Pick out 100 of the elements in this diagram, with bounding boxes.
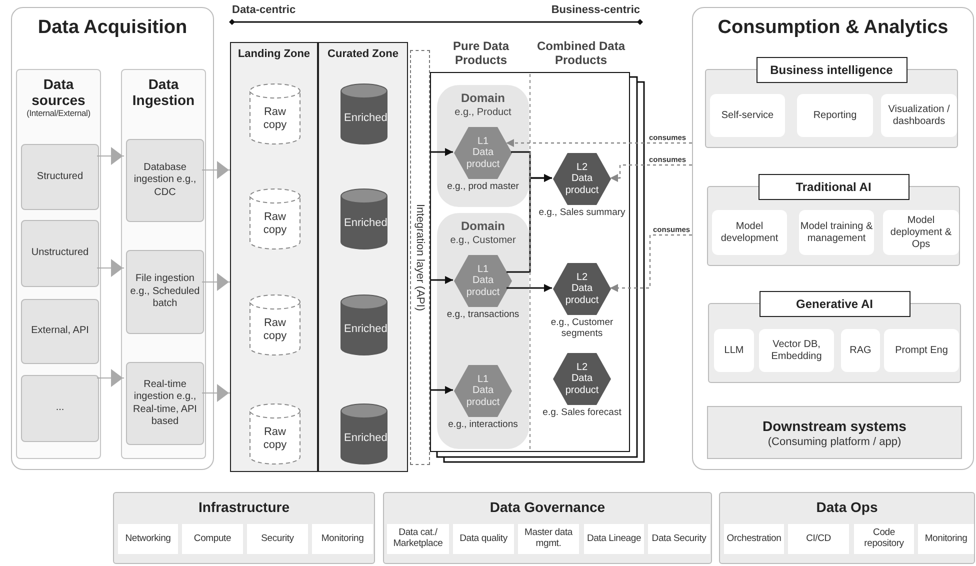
column-title: Data sources (30, 76, 86, 108)
item-label: Data cat./ Marketplace (392, 528, 444, 550)
item-label: Model deployment & Ops (889, 214, 953, 250)
dashed-arrow (506, 139, 692, 147)
item-box (126, 139, 204, 222)
item-card (884, 329, 959, 372)
item-label: Monitoring (924, 534, 968, 544)
item-label: CI/CD (806, 534, 831, 544)
domain-title: Domain (460, 91, 505, 105)
column-heading: Pure Data Products (452, 39, 510, 68)
column-panel (121, 69, 206, 459)
item-label: Orchestration (726, 534, 782, 544)
chevron-arrow (96, 369, 124, 387)
category-panel (383, 492, 712, 564)
axis-label: Business-centric (551, 4, 640, 16)
cylinder-label: Raw copy (262, 210, 288, 238)
section-panel (692, 7, 974, 470)
item-box (126, 250, 204, 334)
downstream-panel (707, 406, 962, 459)
item-box (21, 375, 99, 442)
arrow (430, 276, 453, 284)
item-label: Visualization / dashboards (887, 104, 951, 128)
item-box (21, 144, 99, 210)
zone-title: Curated Zone (328, 48, 398, 60)
item-label: Reporting (813, 110, 857, 122)
axis-label: Data-centric (232, 4, 296, 16)
chevron-arrow (96, 147, 124, 165)
zone-panel (318, 42, 408, 472)
column-panel (16, 69, 101, 459)
item-box (126, 362, 204, 445)
item-card (881, 94, 957, 137)
hexagon (553, 263, 611, 315)
cylinder-label: Raw copy (262, 316, 288, 344)
item-label: External, API (31, 325, 89, 338)
item-label: Networking (125, 534, 171, 544)
item-label: Data Security (652, 534, 706, 544)
item-label: Model training & management (800, 220, 873, 244)
hexagon-label: L2 Data product (565, 272, 599, 306)
downstream-subtitle: (Consuming platform / app) (768, 436, 902, 448)
column-heading: Combined Data Products (536, 39, 626, 68)
item-label: Unstructured (31, 247, 89, 260)
caption-text: e.g., interactions (448, 419, 518, 430)
group-title: Infrastructure (198, 499, 290, 515)
zone-panel (230, 42, 318, 472)
caption-text: e.g., Sales summary (538, 207, 626, 218)
item-box (21, 220, 99, 287)
item-label: Data quality (460, 534, 508, 544)
item-label: Self-service (721, 110, 774, 122)
hexagon (454, 365, 512, 417)
group-title: Data Governance (490, 499, 606, 515)
item-label: Vector DB, Embedding (770, 338, 823, 362)
item-label: Real-time ingestion e.g., Real-time, API based (132, 378, 198, 428)
item-label: Structured (36, 170, 84, 184)
group-title: Data Ops (816, 499, 878, 515)
downstream-title: Downstream systems (762, 418, 906, 434)
layer-label: Integration layer (API) (414, 204, 426, 311)
domain-bubble (437, 213, 529, 449)
domain-example: e.g., Product (454, 107, 512, 118)
hexagon-label: L1 Data product (466, 374, 500, 408)
panel-title: Consumption & Analytics (718, 17, 948, 39)
hexagon (553, 353, 611, 405)
item-label: Security (261, 534, 294, 544)
domain-bubble (437, 85, 529, 207)
caption-text: e.g., prod master (447, 181, 519, 192)
chevron-arrow (202, 161, 230, 179)
hexagon (553, 153, 611, 205)
category-panel (113, 492, 375, 564)
chevron-arrow (202, 384, 230, 402)
item-label: Data Lineage (586, 534, 642, 544)
hexagon-label: L2 Data product (565, 362, 599, 396)
item-card (648, 524, 710, 554)
chevron-arrow (96, 259, 124, 277)
dashed-arrow (610, 164, 692, 182)
item-label: Master data mgmt. (524, 528, 574, 550)
item-card (883, 210, 959, 255)
caption-text: e.g. Sales forecast (542, 407, 622, 418)
group-header: Traditional AI (758, 174, 909, 200)
item-box (21, 299, 99, 364)
column-subtitle: (Internal/External) (26, 108, 90, 118)
item-label: Model development (720, 220, 780, 244)
caption-text: e.g., Customer segments (550, 317, 614, 340)
arrow (506, 174, 552, 273)
arrow (430, 386, 453, 394)
item-label: LLM (724, 344, 744, 356)
domain-example: e.g., Customer (450, 235, 516, 246)
cylinder-label: Raw copy (262, 106, 288, 132)
item-label: Database ingestion e.g., CDC (132, 162, 198, 200)
zone-title: Landing Zone (238, 48, 310, 60)
item-label: File ingestion e.g., Scheduled batch (129, 273, 201, 311)
item-label: Prompt Eng (895, 344, 948, 356)
cylinder-label: Raw copy (262, 426, 288, 452)
caption-text: e.g., transactions (446, 309, 520, 320)
section-panel (11, 7, 214, 470)
hexagon (454, 127, 512, 179)
domain-title: Domain (460, 219, 505, 233)
group-header: Business intelligence (756, 57, 907, 83)
arrow (430, 148, 453, 156)
hexagon-label: L1 Data product (466, 136, 500, 170)
hexagon-label: L1 Data product (466, 264, 500, 298)
item-card (918, 524, 974, 554)
